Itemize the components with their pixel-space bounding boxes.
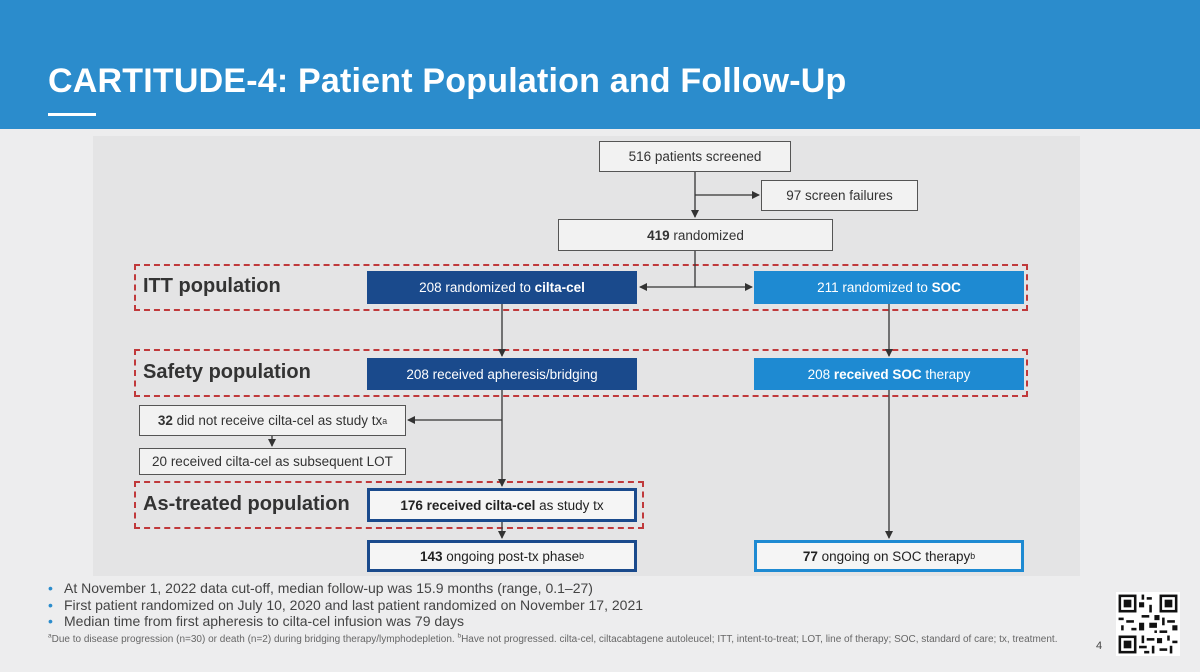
bullet-text: First patient randomized on July 10, 202…	[64, 596, 644, 613]
footnote-b-mark: b	[457, 632, 462, 640]
footnote: aDue to disease progression (n=30) or de…	[48, 632, 1068, 647]
randomized-box: 419 randomized	[558, 219, 833, 251]
safety-population-label: Safety population	[143, 361, 311, 383]
bullet-item: • Median time from first apheresis to cil…	[48, 613, 643, 630]
received-soc-post: therapy	[921, 366, 971, 382]
bullet-marker: •	[48, 613, 53, 629]
ongoing-post-tx-text: ongoing post-tx phase	[442, 548, 580, 564]
not-received-box: 32 did not receive cilta-cel as study tx…	[139, 405, 406, 436]
bullet-text: At November 1, 2022 data cut-off, median…	[64, 580, 593, 596]
apheresis-bridging-text: 208 received apheresis/bridging	[406, 366, 598, 382]
bullet-marker: •	[48, 580, 53, 596]
randomized-cilta-bold: cilta-cel	[534, 280, 585, 295]
randomized-text: randomized	[669, 227, 744, 243]
received-soc-box: 208 received SOC therapy	[754, 358, 1024, 390]
title-underline	[48, 113, 96, 116]
received-soc-bold: received SOC	[833, 366, 922, 382]
qr-code-icon[interactable]	[1116, 592, 1180, 656]
patients-screened-text: 516 patients screened	[628, 149, 762, 164]
slide-header: CARTITUDE-4: Patient Population and Foll…	[0, 0, 1200, 129]
bullet-item: • First patient randomized on July 10, 20…	[48, 597, 643, 614]
footnote-a-mark: a	[48, 632, 52, 640]
footnote-b-text: Have not progressed. cilta-cel, ciltacab…	[461, 634, 1058, 645]
received-cilta-bold: 176 received cilta-cel	[400, 497, 536, 513]
safety-population-region	[134, 349, 1028, 397]
bullet-marker: •	[48, 596, 53, 613]
received-cilta-text: as study tx	[535, 497, 604, 513]
ongoing-soc-count: 77	[802, 548, 818, 564]
randomized-soc-bold: SOC	[931, 280, 961, 295]
footnote-a-text: Due to disease progression (n=30) or dea…	[51, 634, 458, 645]
not-received-count: 32	[157, 413, 173, 428]
bullet-text: Median time from first apheresis to cilt…	[64, 613, 464, 629]
randomized-cilta-text: 208 randomized to	[419, 280, 535, 295]
received-soc-pre: 208	[807, 366, 834, 382]
received-cilta-box: 176 received cilta-cel as study tx	[367, 488, 637, 522]
itt-population-label: ITT population	[143, 275, 281, 297]
summary-bullets: • At November 1, 2022 data cut-off, media…	[48, 580, 643, 630]
subsequent-lot-text: 20 received cilta-cel as subsequent LOT	[152, 454, 393, 469]
bullet-item: • At November 1, 2022 data cut-off, media…	[48, 580, 643, 597]
itt-population-region	[134, 264, 1028, 311]
screen-failures-text: 97 screen failures	[786, 188, 893, 203]
ongoing-soc-text: ongoing on SOC therapy	[817, 548, 971, 564]
randomized-cilta-box: 208 randomized to cilta-cel	[367, 271, 637, 304]
subsequent-lot-box: 20 received cilta-cel as subsequent LOT	[139, 448, 406, 475]
as-treated-population-label: As-treated population	[143, 493, 350, 515]
ongoing-post-tx-count: 143	[419, 548, 443, 564]
screen-failures-box: 97 screen failures	[761, 180, 918, 211]
not-received-text: did not receive cilta-cel as study tx	[172, 413, 383, 428]
apheresis-bridging-box: 208 received apheresis/bridging	[367, 358, 637, 390]
as-treated-population-region	[134, 481, 644, 529]
randomized-soc-text: 211 randomized to	[817, 280, 932, 295]
page-number: 4	[1096, 640, 1103, 652]
randomized-count: 419	[647, 227, 670, 243]
slide-title: CARTITUDE-4: Patient Population and Foll…	[48, 62, 847, 100]
patients-screened-box: 516 patients screened	[599, 141, 791, 172]
randomized-soc-box: 211 randomized to SOC	[754, 271, 1024, 304]
